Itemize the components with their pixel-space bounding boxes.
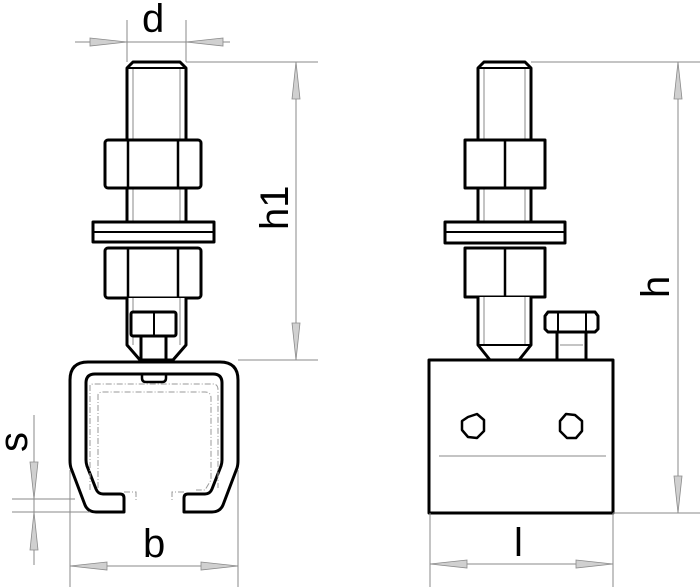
dimension-label-d: d	[142, 0, 164, 41]
hole-right	[558, 412, 584, 440]
side-view: d	[0, 0, 318, 587]
lower-nut-front	[463, 246, 547, 299]
dimension-d: d	[75, 0, 230, 62]
dimension-label-l: l	[514, 521, 523, 565]
threaded-rod-front	[476, 60, 533, 222]
dimension-label-h: h	[634, 276, 678, 298]
trolley-block	[427, 358, 615, 515]
washer	[91, 220, 216, 244]
dimension-h1: h1	[186, 61, 318, 361]
dimension-b: b	[69, 470, 239, 587]
bolt	[129, 310, 178, 362]
front-view: h l	[427, 60, 700, 587]
rod-tip-front	[476, 297, 533, 362]
dimension-label-s: s	[0, 432, 36, 452]
c-channel-profile	[68, 360, 240, 514]
upper-nut	[103, 138, 203, 190]
threaded-rod	[125, 60, 188, 222]
lower-nut	[103, 246, 203, 300]
washer-front	[443, 220, 567, 245]
dimension-s: s	[0, 415, 90, 565]
bolt-front	[543, 310, 600, 362]
hole-left	[460, 412, 486, 440]
upper-nut-front	[463, 138, 547, 190]
dimension-label-h1: h1	[253, 186, 297, 231]
dimension-l: l	[429, 513, 614, 587]
dimension-label-b: b	[143, 522, 165, 566]
dimension-h: h	[531, 61, 700, 514]
